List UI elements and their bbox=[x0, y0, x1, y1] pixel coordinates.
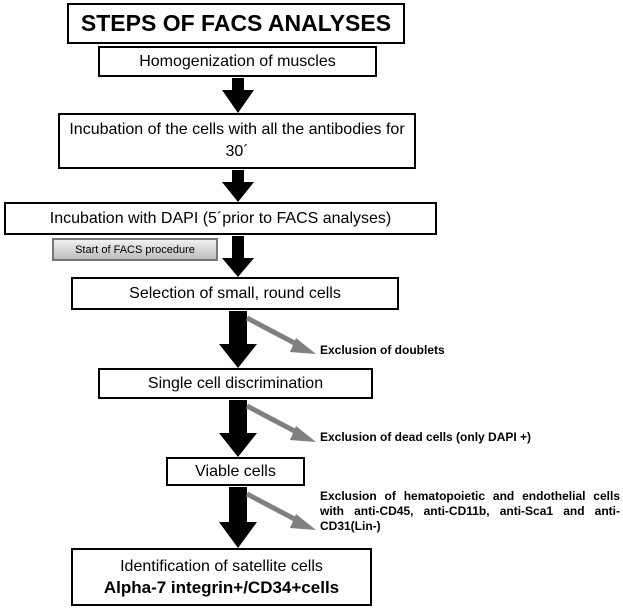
exclusion-arrow-1 bbox=[245, 315, 304, 350]
down-arrow-2 bbox=[222, 170, 254, 202]
exclusion-arrows bbox=[245, 315, 316, 530]
final-step-line1: Identification of satellite cells bbox=[120, 558, 323, 575]
exclusion-arrow-2 bbox=[245, 403, 304, 438]
step-dapi-incubation: Incubation with DAPI (5´prior to FACS an… bbox=[4, 202, 437, 235]
step-single-cell-discrimination: Single cell discrimination bbox=[98, 368, 373, 399]
start-facs-badge: Start of FACS procedure bbox=[52, 238, 218, 261]
exclusion-lineage-cells: Exclusion of hematopoietic and endotheli… bbox=[320, 489, 620, 533]
down-arrow-3 bbox=[222, 236, 254, 277]
down-arrow-1 bbox=[222, 78, 254, 113]
step-identification-satellite-cells: Identification of satellite cells Alpha-… bbox=[71, 548, 372, 606]
step-homogenization: Homogenization of muscles bbox=[98, 46, 377, 77]
step-antibody-incubation: Incubation of the cells with all the ant… bbox=[58, 113, 416, 169]
step-viable-cells: Viable cells bbox=[166, 457, 305, 486]
down-arrow-6 bbox=[219, 487, 257, 548]
main-arrows bbox=[219, 78, 257, 548]
page-title: STEPS OF FACS ANALYSES bbox=[67, 3, 405, 44]
final-step-line2: Alpha-7 integrin+/CD34+cells bbox=[103, 578, 340, 597]
exclusion-doublets: Exclusion of doublets bbox=[320, 343, 445, 357]
down-arrow-5 bbox=[219, 400, 257, 457]
down-arrow-4 bbox=[219, 311, 257, 368]
step-selection-small-round-cells: Selection of small, round cells bbox=[71, 277, 399, 310]
exclusion-dead-cells: Exclusion of dead cells (only DAPI +) bbox=[320, 430, 532, 444]
exclusion-arrow-3 bbox=[245, 491, 304, 526]
